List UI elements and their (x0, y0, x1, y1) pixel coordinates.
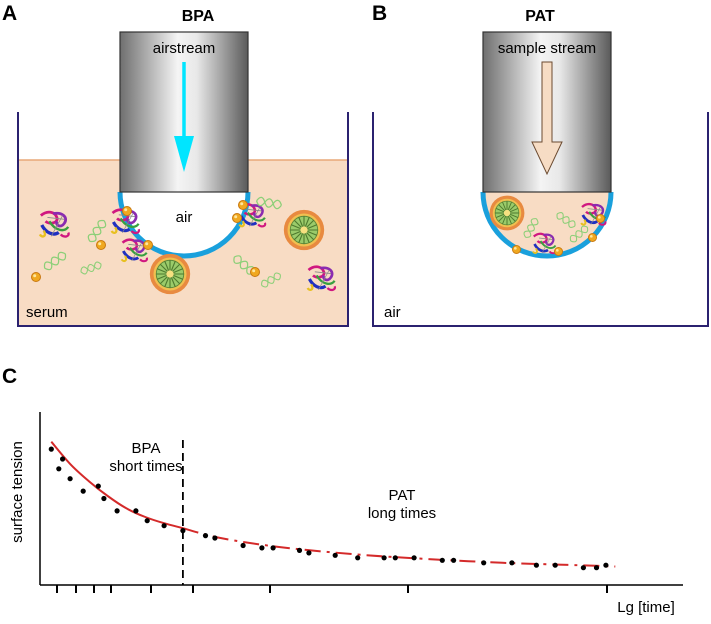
panel-b: B PAT sample stream air (372, 2, 709, 327)
data-point (603, 562, 609, 568)
data-point (509, 560, 515, 566)
data-point (101, 495, 107, 502)
fit-curve-short-times (50, 441, 184, 530)
data-point (80, 488, 86, 494)
panel-a: A BPA airstream air serum (2, 2, 349, 327)
bpa-region-sublabel: short times (109, 458, 182, 475)
surfactant-icon (143, 240, 153, 250)
data-point (202, 533, 209, 539)
data-point (180, 528, 186, 534)
data-point (355, 555, 361, 561)
data-points (48, 446, 609, 571)
vessel-b (372, 112, 709, 327)
surfactant-icon (232, 213, 242, 223)
surfactant-icon (122, 206, 132, 216)
micelle-icon (149, 253, 191, 295)
data-point (60, 456, 66, 462)
data-point (161, 523, 167, 529)
panel-a-letter: A (2, 2, 17, 25)
surfactant-icon (250, 267, 260, 277)
micelle-icon (489, 195, 525, 231)
outside-air-label: air (384, 304, 401, 321)
panel-c: C surface tension Lg [time] BPA short ti… (2, 365, 683, 616)
data-point (332, 552, 338, 558)
data-point (95, 483, 101, 489)
data-point (593, 565, 600, 571)
panel-b-title: PAT (525, 8, 555, 25)
data-point (552, 562, 558, 568)
bpa-region-label: BPA (132, 440, 161, 457)
sample-stream-arrow-icon (531, 61, 563, 176)
surfactant-icon (596, 214, 605, 223)
data-point (439, 557, 445, 563)
pat-region-sublabel: long times (368, 505, 436, 522)
data-point (144, 518, 150, 524)
bubble-label: air (176, 209, 193, 226)
data-point (133, 508, 139, 514)
serum-label: serum (26, 304, 68, 321)
airstream-arrow-icon (174, 136, 194, 172)
data-point (306, 550, 312, 556)
data-point (240, 542, 246, 549)
micelle-icon (283, 209, 325, 251)
air-bubble (120, 192, 248, 256)
airstream-label: airstream (153, 40, 216, 57)
surfactant-icon (554, 247, 563, 256)
data-point (381, 555, 387, 561)
data-point (481, 560, 487, 566)
data-point (580, 565, 587, 571)
surfactant-icon (512, 245, 521, 254)
vessel-a (17, 112, 349, 327)
panel-c-letter: C (2, 365, 17, 388)
data-point (212, 535, 218, 541)
sample-stream-label: sample stream (498, 40, 596, 57)
panel-b-letter: B (372, 2, 387, 25)
data-point (451, 557, 457, 563)
data-point (533, 562, 540, 568)
fit-curve-long-times (182, 527, 616, 568)
data-point (67, 476, 73, 482)
surfactant-icon (588, 233, 597, 242)
surfactant-icon (96, 240, 106, 250)
pat-region-label: PAT (389, 487, 416, 504)
data-point (48, 446, 54, 452)
data-point (270, 545, 276, 551)
data-point (296, 547, 303, 554)
data-point (392, 555, 398, 561)
x-axis-label: Lg [time] (617, 599, 675, 616)
data-point (56, 466, 62, 472)
x-ticks (56, 585, 608, 593)
data-point (259, 545, 265, 551)
data-point (114, 508, 120, 514)
surfactant-icon (238, 200, 248, 210)
data-point (411, 555, 417, 561)
y-axis-label: surface tension (9, 441, 26, 543)
surfactant-icon (31, 272, 41, 282)
panel-a-title: BPA (182, 8, 215, 25)
